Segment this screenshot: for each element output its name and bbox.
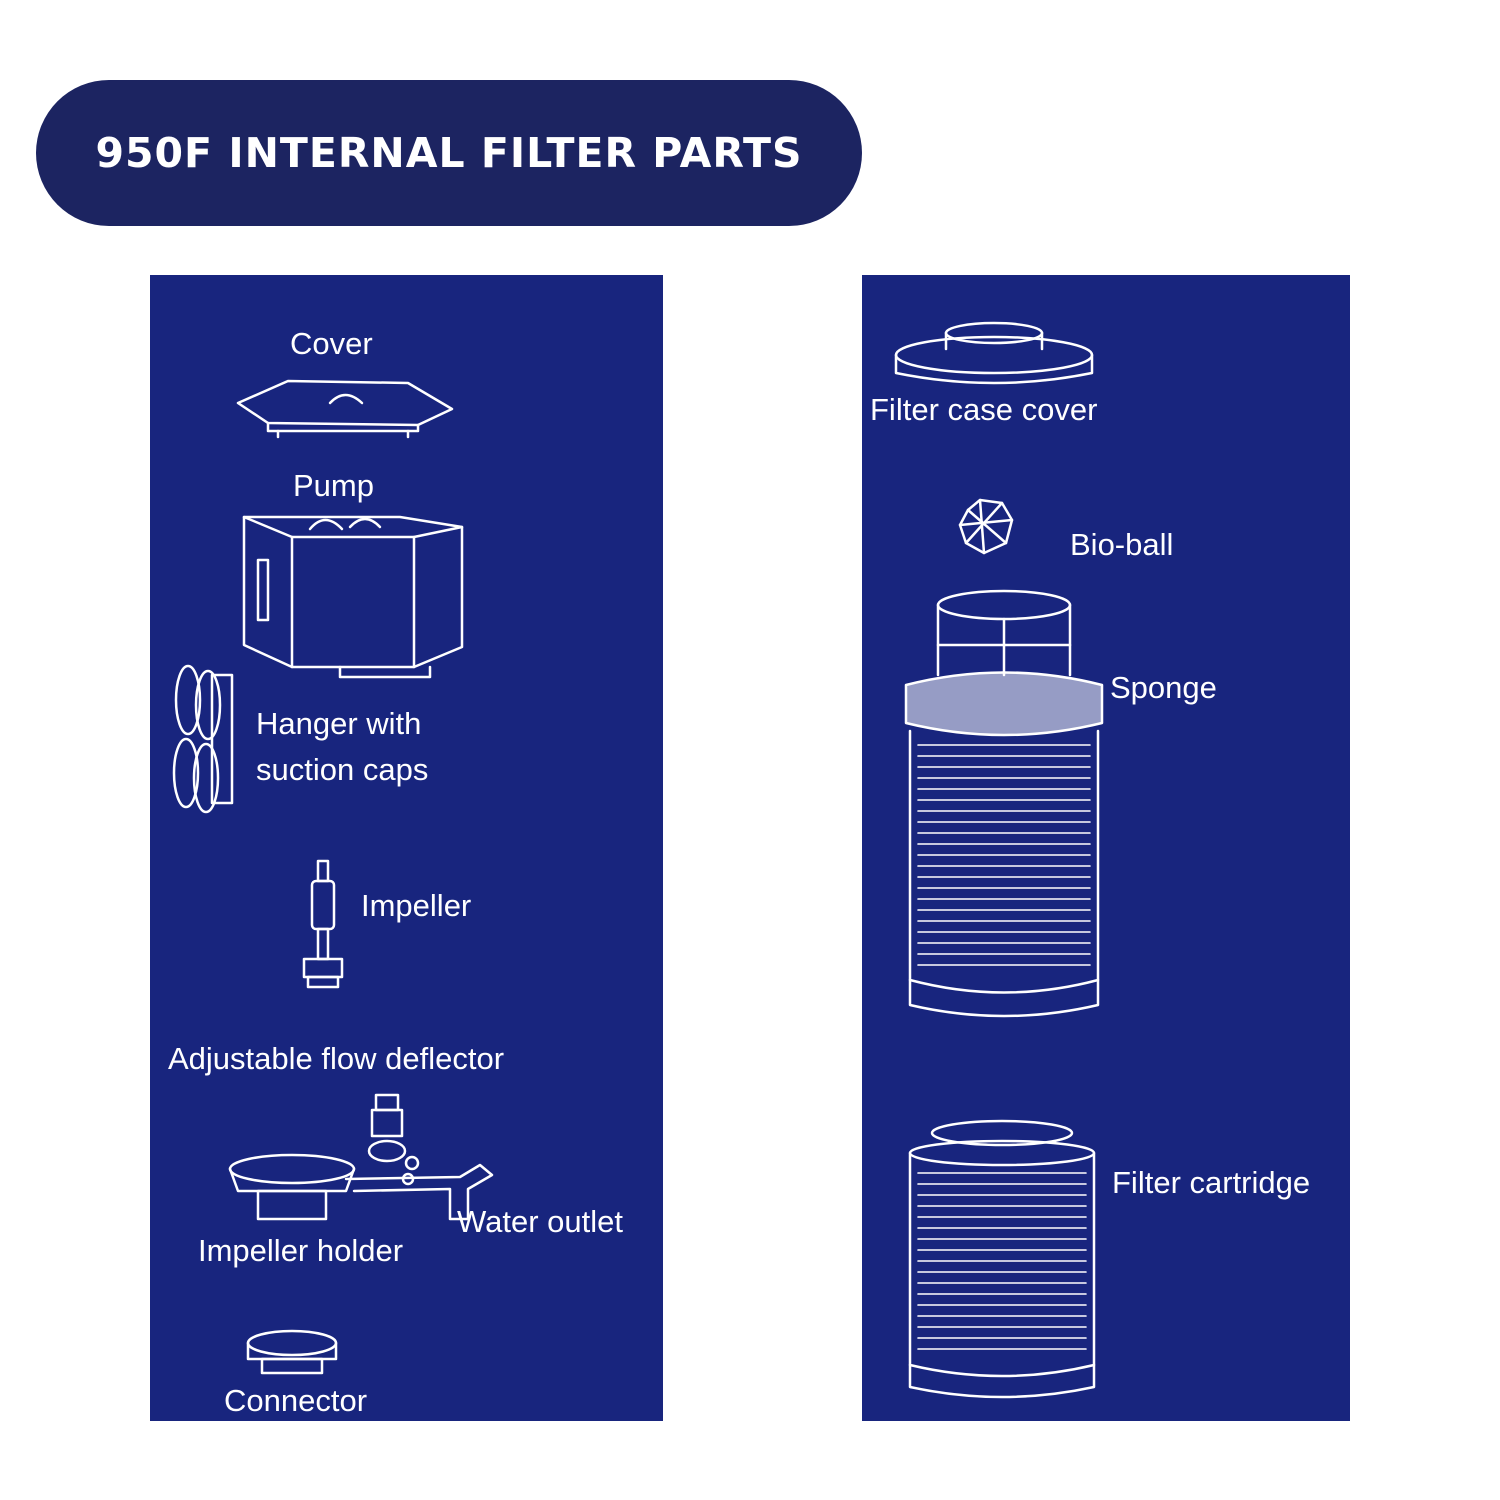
cover-illustration bbox=[236, 379, 454, 439]
pump-illustration bbox=[242, 515, 464, 679]
label-hanger-line1: Hanger with bbox=[256, 706, 422, 741]
label-sponge: Sponge bbox=[1110, 670, 1217, 705]
filter-cartridge-ribs bbox=[917, 1172, 1087, 1350]
label-impeller-holder: Impeller holder bbox=[198, 1233, 404, 1268]
connector-illustration bbox=[246, 1329, 338, 1375]
label-connector: Connector bbox=[224, 1383, 368, 1418]
bio-ball-illustration bbox=[958, 498, 1014, 555]
hanger-illustration bbox=[172, 664, 234, 814]
impeller-illustration bbox=[302, 859, 344, 989]
left-parts-panel: Cover Pump Hanger with suction caps Impe… bbox=[150, 275, 663, 1421]
filter-case-cover-illustration bbox=[894, 321, 1094, 385]
page-title: 950F INTERNAL FILTER PARTS bbox=[95, 129, 803, 177]
label-cover: Cover bbox=[290, 326, 373, 361]
label-hanger-line2: suction caps bbox=[256, 752, 429, 787]
label-bio-ball: Bio-ball bbox=[1070, 527, 1174, 562]
label-filter-case-cover: Filter case cover bbox=[870, 392, 1098, 427]
right-parts-panel: Filter case cover Bio-ball Sponge Filter… bbox=[862, 275, 1350, 1421]
impeller-holder-illustration bbox=[228, 1093, 494, 1221]
label-water-outlet: Water outlet bbox=[457, 1204, 623, 1239]
label-impeller: Impeller bbox=[361, 888, 472, 923]
sponge-illustration bbox=[904, 589, 1104, 1018]
filter-cartridge-illustration bbox=[908, 1119, 1096, 1399]
title-banner: 950F INTERNAL FILTER PARTS bbox=[36, 80, 862, 226]
sponge-cartridge-ribs bbox=[917, 744, 1091, 966]
label-filter-cartridge: Filter cartridge bbox=[1112, 1165, 1311, 1200]
label-pump: Pump bbox=[293, 468, 374, 503]
label-flow-deflector: Adjustable flow deflector bbox=[168, 1041, 505, 1076]
